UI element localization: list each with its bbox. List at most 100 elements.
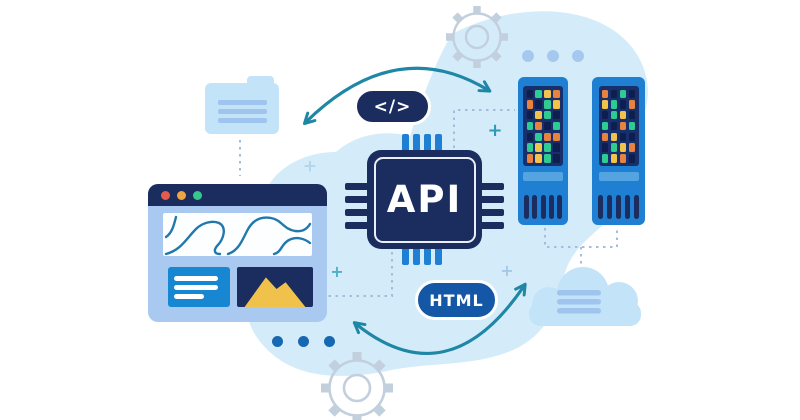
server-led [544,132,551,141]
server-led [526,111,533,120]
folder-text-line [218,100,267,105]
text-line [174,294,204,299]
server-led [526,100,533,109]
server-led [619,121,627,131]
server-led [610,132,618,141]
server-led [602,89,609,98]
server-led [602,111,609,120]
api-chip-label: API [386,178,463,221]
server-led [610,121,618,131]
server-led [610,111,618,120]
server-led [610,154,618,163]
server-led [619,111,627,120]
server-led [553,89,560,98]
server-slot [598,172,639,181]
server-led [628,111,635,120]
flow-arrows [302,66,527,355]
server-led [628,100,635,109]
server-led [553,132,560,141]
server-led [628,143,635,152]
server-led [535,89,542,98]
server-led [535,121,542,131]
server-vents [524,195,562,219]
light-dots-row [522,50,584,62]
plus-icon: + [500,261,514,280]
server-led [544,111,551,120]
plus-icon: + [330,262,344,281]
server-led [553,111,560,120]
traffic-dot-amber [177,191,186,200]
server-led [610,89,618,98]
server-tower [592,77,645,225]
server-led [544,100,551,109]
server-led [544,121,551,131]
server-led [526,132,533,141]
server-led [526,121,533,131]
plus-icon: + [302,156,318,177]
traffic-dot-green [193,191,202,200]
server-led [610,100,618,109]
server-led [610,143,618,152]
server-led [544,89,551,98]
cloud-text-line [557,299,601,305]
server-led [535,132,542,141]
server-led [553,100,560,109]
server-led [619,89,627,98]
server-led [553,154,560,163]
server-led [628,121,635,131]
cloud-icon [525,266,647,328]
server-led [628,132,635,141]
arrow-html-exchange [352,282,527,355]
connector-chip-server [453,109,515,148]
server-led [602,154,609,163]
server-slot [523,172,563,181]
browser-text-block [168,267,230,307]
server-led-panel [598,86,639,166]
cloud-text-line [557,308,601,314]
folder-icon [205,83,279,134]
text-line [174,276,218,281]
plus-icon: + [487,120,503,141]
server-led [602,100,609,109]
gear-icon [321,352,393,420]
connector-servers-junction [544,228,618,248]
server-led [535,111,542,120]
server-led [602,132,609,141]
server-vents [598,195,639,219]
browser-titlebar [148,184,327,206]
server-led [619,100,627,109]
server-led [619,143,627,152]
browser-window [148,184,327,322]
folder-text-line [218,109,267,114]
server-tower [518,77,568,225]
server-led [526,143,533,152]
cloud-text-line [557,290,601,296]
server-led [526,89,533,98]
browser-traffic-lights [161,191,202,200]
code-badge-label: </> [373,96,412,117]
server-led [526,154,533,163]
chip-inner-border [373,156,476,243]
mountain-icon [244,277,306,307]
server-led [535,100,542,109]
html-badge-label: HTML [429,290,484,310]
text-line [174,285,218,290]
gear-icon [446,6,508,68]
navy-dots-row [272,336,335,347]
server-led [544,143,551,152]
server-led [602,143,609,152]
server-led [602,121,609,131]
browser-image-block [237,267,313,307]
arrow-code-exchange [302,66,492,126]
server-led [628,89,635,98]
map-curves-icon [164,215,312,256]
server-led-panel [523,86,563,166]
server-led [535,154,542,163]
server-led [628,154,635,163]
server-led [553,121,560,131]
browser-content-panel [163,213,312,256]
code-badge: </> [354,88,431,125]
folder-text-line [218,118,267,123]
server-led [619,154,627,163]
